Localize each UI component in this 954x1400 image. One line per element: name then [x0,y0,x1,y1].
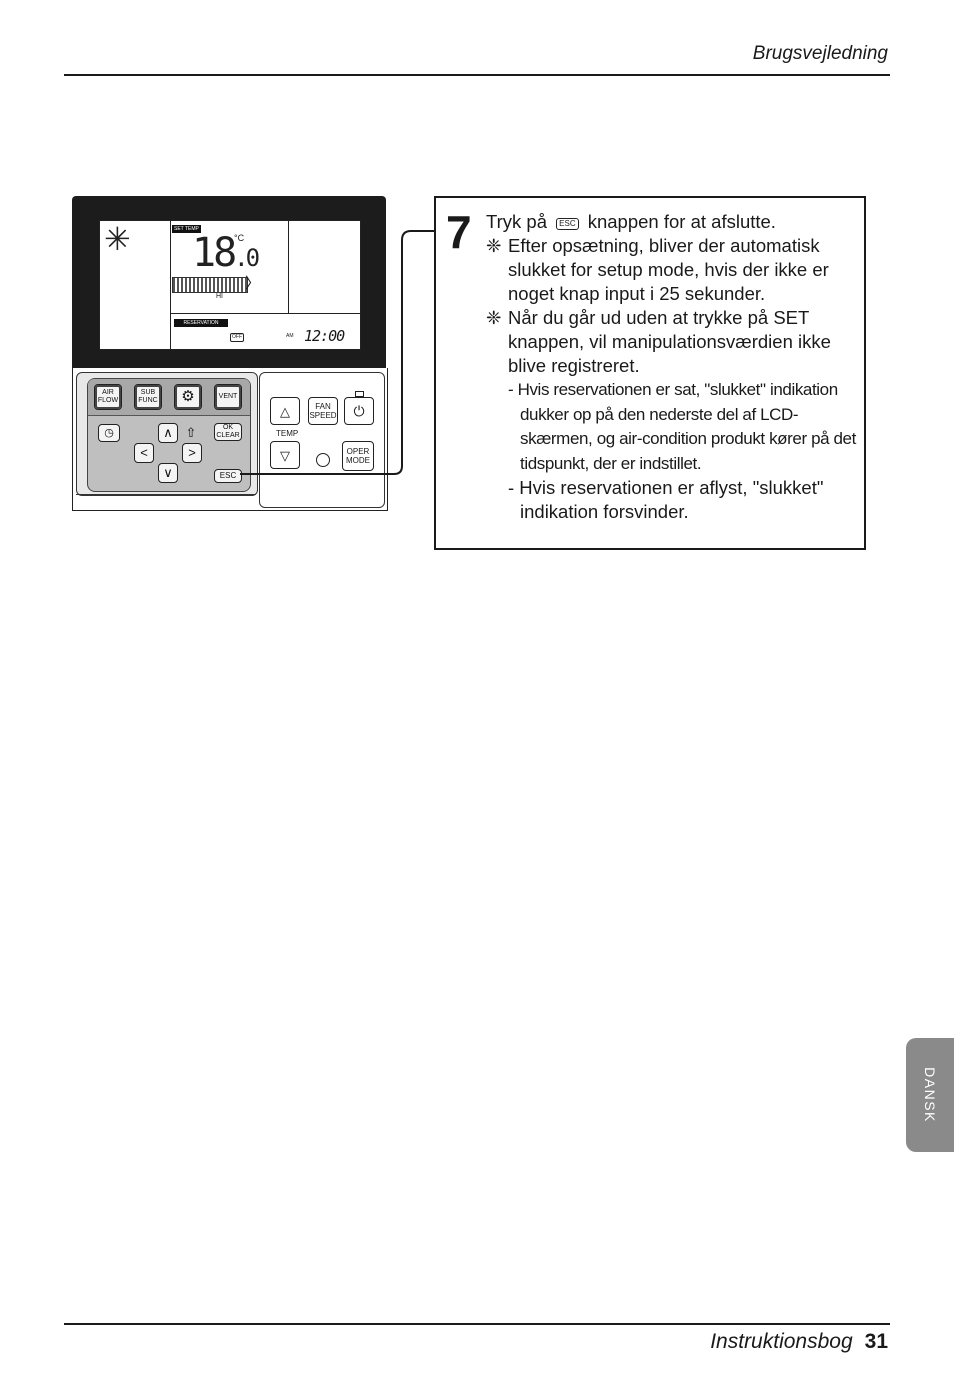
round-button[interactable] [316,453,330,467]
temperature-main: 18 [192,230,237,276]
step-intro-after: knappen for at afslutte. [587,211,776,232]
left-arrow-button[interactable]: < [134,443,154,463]
remote-frame: ✳ SET TEMP 18.0 °C 〉 HI RESERVATION OFF … [72,196,386,368]
temperature-unit: °C [234,233,245,243]
lcd-divider [171,313,360,314]
footer-label: Instruktionsbog [710,1330,853,1353]
temperature-decimal: .0 [234,244,260,272]
language-tab: DANSK [906,1038,954,1152]
temperature-readout: 18.0 [192,230,260,278]
lcd-display: ✳ SET TEMP 18.0 °C 〉 HI RESERVATION OFF … [99,220,361,350]
language-tab-label: DANSK [922,1067,938,1123]
lcd-divider [288,221,289,313]
header-title: Brugsvejledning [752,43,888,64]
off-tag: OFF [230,333,244,342]
keypad: AIR FLOW SUB FUNC ⚙ VENT ◷ ∧ ⇧ OK CLEAR … [87,378,251,492]
note-text: Efter opsætning, bliver der automatisk s… [508,235,829,304]
remote-lower-body: AIR FLOW SUB FUNC ⚙ VENT ◷ ∧ ⇧ OK CLEAR … [72,368,388,511]
sub-func-button[interactable]: SUB FUNC [134,384,162,410]
page-number: 31 [864,1330,888,1353]
fan-speed-arrow-icon: 〉 [245,275,261,292]
lcd-divider [170,221,171,349]
clock-icon[interactable]: ◷ [98,424,120,442]
set-temp-tag: SET TEMP [172,225,201,233]
step-box: 7 Tryk på ESC knappen for at afslutte. ❈… [434,196,866,550]
remote-controller-illustration: ✳ SET TEMP 18.0 °C 〉 HI RESERVATION OFF … [72,196,388,512]
note-item: ❈ Når du går ud uden at trykke på SET kna… [486,306,858,378]
step-intro: Tryk på ESC knappen for at afslutte. [486,210,858,234]
fan-speed-button[interactable]: FAN SPEED [308,397,338,425]
subnote-item: - Hvis reservationen er aflyst, "slukket… [508,477,824,522]
ok-clear-button[interactable]: OK CLEAR [214,423,242,441]
note-symbol: ❈ [486,235,502,256]
note-text: Når du går ud uden at trykke på SET knap… [508,307,831,376]
snowflake-icon: ✳ [104,221,131,257]
vent-button[interactable]: VENT [214,384,242,410]
temp-up-button[interactable]: △ [270,397,300,425]
power-icon[interactable]: ⏻ [344,397,374,425]
fan-speed-bar [172,277,248,293]
reservation-tag: RESERVATION [174,319,228,327]
temp-down-button[interactable]: ▽ [270,441,300,469]
esc-chip: ESC [556,218,579,230]
left-key-panel: AIR FLOW SUB FUNC ⚙ VENT ◷ ∧ ⇧ OK CLEAR … [76,372,258,496]
step-text: Tryk på ESC knappen for at afslutte. ❈ Ef… [486,210,858,524]
oper-mode-button[interactable]: OPER MODE [342,441,374,471]
left-panel-foot [76,494,256,505]
air-flow-button[interactable]: AIR FLOW [94,384,122,410]
gear-icon[interactable]: ⚙ [174,384,202,410]
clock-readout: 12:00 [304,327,345,345]
up-arrow-button[interactable]: ∧ [158,423,178,443]
temp-label: TEMP [276,429,299,438]
header-rule [64,74,890,76]
right-arrow-button[interactable]: > [182,443,202,463]
footer-rule [64,1323,890,1325]
esc-button[interactable]: ESC [214,469,242,483]
note-item: ❈ Efter opsætning, bliver der automatisk … [486,234,858,306]
home-icon: ⇧ [185,425,197,440]
down-arrow-button[interactable]: ∨ [158,463,178,483]
step-intro-before: Tryk på [486,211,547,232]
am-indicator: AM [286,333,294,339]
note-symbol: ❈ [486,307,502,328]
step-number: 7 [446,206,472,258]
subnote-item: - Hvis reservationen er sat, "slukket" i… [508,380,856,473]
fan-speed-label: HI [216,293,223,300]
right-key-panel: △ FAN SPEED ⏻ TEMP ▽ OPER MODE [259,372,385,508]
footer: Instruktionsbog 31 [710,1330,888,1354]
